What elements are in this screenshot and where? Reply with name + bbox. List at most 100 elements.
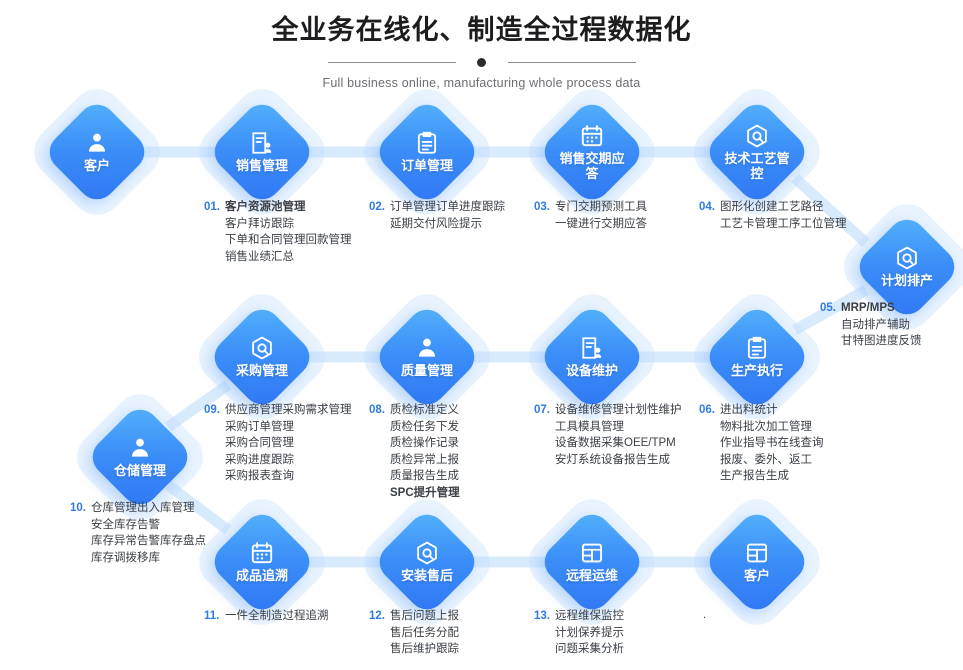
user-icon [84,130,110,156]
node-customer-2[interactable]: 客户 [683,488,831,636]
detail-block-01: 01.客户资源池管理 客户拜访跟踪 下单和合同管理回款管理 销售业绩汇总 [204,199,352,265]
node-customer-1[interactable]: 客户 [23,78,171,226]
node-label: 安装售后 [400,568,453,584]
detail-block-07: 07.设备维修管理计划性维护 工具模具管理 设备数据采集OEE/TPM 安灯系统… [534,402,682,468]
header: 全业务在线化、制造全过程数据化 Full business online, ma… [0,14,963,90]
detail-line: 售后任务分配 [390,626,459,639]
link-warehouse-trace [164,480,232,535]
detail-block-11: 11. 一件全制造过程追溯 [204,608,329,625]
detail-line: 设备维修管理计划性维护 [555,404,682,416]
link-tech-plan [791,173,870,248]
detail-number: 02. [369,201,385,213]
detail-line: 安灯系统设备报告生成 [555,453,670,466]
detail-line: 物料批次加工管理 [720,420,812,433]
detail-number: 13. [534,610,550,622]
doc-person-icon [579,335,605,361]
node-tech-process[interactable]: 技术工艺管控 [683,78,831,226]
stray-period-mark: . [703,609,707,621]
node-label: 客户 [743,568,770,584]
detail-line: MRP/MPS [841,302,895,314]
detail-line: 甘特图进度反馈 [841,335,922,347]
detail-number: 11. [204,610,220,622]
detail-line: 质量报告生成 [390,470,459,482]
detail-line: 采购报表查询 [225,470,294,482]
node-order-mgmt[interactable]: 订单管理 [353,78,501,226]
hex-gear-icon [414,540,440,566]
node-product-trace[interactable]: 成品追溯 [188,488,336,636]
node-equipment-maint[interactable]: 设备维护 [518,283,666,431]
node-sales-mgmt[interactable]: 销售管理 [188,78,336,226]
detail-number: 01. [204,201,220,213]
hex-gear-icon [744,123,770,149]
node-quality-mgmt[interactable]: 质量管理 [353,283,501,431]
detail-line: 供应商管理采购需求管理 [225,404,352,416]
detail-block-09: 09.供应商管理采购需求管理 采购订单管理 采购合同管理 采购进度跟踪 采购报表… [204,402,352,485]
page-title: 全业务在线化、制造全过程数据化 [271,15,692,45]
detail-line: 库存调拨移库 [91,551,160,564]
divider-line-right [507,61,636,63]
hex-gear-icon [894,245,920,271]
detail-block-13: 13.远程维保监控 计划保养提示 问题采集分析 [534,608,624,658]
node-label: 订单管理 [400,158,453,174]
detail-line: 销售业绩汇总 [225,250,294,263]
detail-line: 客户拜访跟踪 [225,217,294,230]
node-install-service[interactable]: 安装售后 [353,488,501,636]
node-label: 生产执行 [730,363,783,379]
detail-line: 自动排产辅助 [841,318,910,331]
detail-line: 报废、委外、返工 [720,453,812,466]
node-label: 客户 [83,158,110,174]
detail-line: 生产报告生成 [720,470,789,482]
page-subtitle: Full business online, manufacturing whol… [322,75,641,90]
node-label: 仓储管理 [113,463,166,479]
detail-block-06: 06.进出料统计 物料批次加工管理 作业指导书在线查询 报废、委外、返工 生产报… [699,402,824,485]
detail-number: 07. [534,404,550,416]
detail-line: 售后问题上报 [390,610,459,622]
detail-block-04: 04.图形化创建工艺路径 工艺卡管理工序工位管理 [699,199,847,232]
detail-number: 08. [369,404,385,416]
detail-number: 10. [70,502,86,514]
link-plan-production [792,285,869,335]
node-plan-scheduling[interactable]: 计划排产 [833,193,963,341]
detail-block-12: 12.售后问题上报 售后任务分配 售后维护跟踪 [369,608,459,658]
detail-line: 进出料统计 [720,404,778,416]
detail-line: 售后维护跟踪 [390,643,459,655]
detail-line: 质检异常上报 [390,453,459,466]
node-label: 采购管理 [235,363,288,379]
node-label: 销售交期应答 [559,151,625,181]
detail-line: 质检标准定义 [390,404,459,416]
node-warehouse-mgmt[interactable]: 仓储管理 [66,383,214,531]
node-purchase-mgmt[interactable]: 采购管理 [188,283,336,431]
calendar-icon [579,123,605,149]
link-purchase-warehouse [164,380,232,432]
detail-line: 问题采集分析 [555,643,624,655]
node-label: 销售管理 [235,158,288,174]
node-label: 计划排产 [880,273,933,289]
detail-line: 客户资源池管理 [225,201,306,213]
detail-line: 质检任务下发 [390,420,459,433]
calendar-icon [249,540,275,566]
detail-line: 工艺卡管理工序工位管理 [720,217,847,230]
detail-line: 计划保养提示 [555,626,624,639]
detail-line: 质检操作记录 [390,437,459,449]
clipboard-icon [744,335,770,361]
user-icon [414,335,440,361]
node-production-exec[interactable]: 生产执行 [683,283,831,431]
detail-line: 作业指导书在线查询 [720,437,824,449]
node-remote-ops[interactable]: 远程运维 [518,488,666,636]
detail-block-05: 05. MRP/MPS 自动排产辅助 甘特图进度反馈 [820,300,922,350]
detail-line: 安全库存告警 [91,518,160,531]
node-label: 远程运维 [565,568,618,584]
node-sales-delivery[interactable]: 销售交期应答 [518,78,666,226]
detail-number: 03. [534,201,550,213]
detail-line: 采购订单管理 [225,420,294,433]
detail-line: 一件全制造过程追溯 [225,610,329,622]
divider-line-left [327,61,456,63]
detail-number: 05. [820,302,836,314]
detail-line: 采购合同管理 [225,437,294,449]
node-label: 质量管理 [400,363,453,379]
detail-block-03: 03.专门交期预测工具 一键进行交期应答 [534,199,647,232]
window-icon [744,540,770,566]
node-label: 成品追溯 [235,568,288,584]
detail-line: SPC提升管理 [390,486,460,499]
